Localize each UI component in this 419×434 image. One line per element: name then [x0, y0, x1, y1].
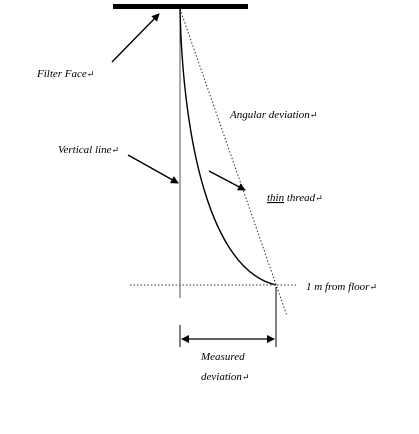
angular-deviation-label: Angular deviation↵	[229, 109, 317, 121]
filter-face-bar	[113, 4, 248, 9]
vertical-line-label: Vertical line↵	[58, 144, 119, 156]
filter-face-label: Filter Face↵	[36, 68, 94, 80]
paragraph-mark: ↵	[369, 282, 377, 292]
thin-thread-arrow	[208, 170, 246, 191]
floor-height-label: 1 m from floor↵	[306, 281, 377, 293]
paragraph-mark: ↵	[310, 110, 318, 120]
paragraph-mark: ↵	[315, 193, 323, 203]
vertical-line-arrow	[127, 154, 179, 184]
filter-face-arrow	[111, 13, 160, 63]
thin-thread-label: thin thread↵	[267, 192, 323, 204]
measured-label-line2: deviation↵	[201, 371, 249, 383]
paragraph-mark: ↵	[87, 69, 95, 79]
measured-label-line1: Measured	[200, 351, 245, 363]
paragraph-mark: ↵	[111, 145, 119, 155]
paragraph-mark: ↵	[242, 372, 250, 382]
thin-thread-curve	[179, 8, 277, 286]
angular-deviation-line	[179, 8, 288, 317]
